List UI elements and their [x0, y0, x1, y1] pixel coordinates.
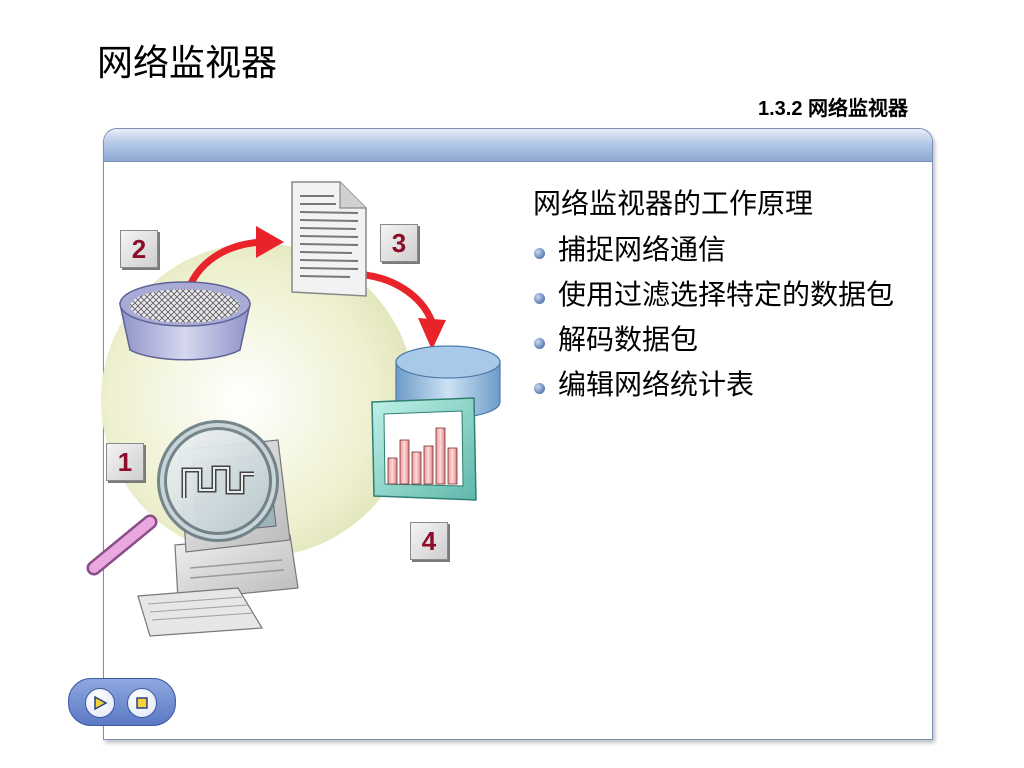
- bullet-icon: [534, 338, 545, 349]
- list-item: 使用过滤选择特定的数据包: [533, 279, 913, 311]
- media-controls: [68, 678, 176, 726]
- step-1-badge: 1: [106, 443, 144, 481]
- bullet-icon: [534, 383, 545, 394]
- play-button[interactable]: [85, 688, 115, 718]
- document-icon: [291, 181, 367, 297]
- content-heading: 网络监视器的工作原理: [533, 187, 814, 220]
- bullet-text: 编辑网络统计表: [558, 368, 755, 401]
- bullet-text: 使用过滤选择特定的数据包: [558, 278, 895, 311]
- step-4-badge: 4: [410, 522, 448, 560]
- play-icon: [94, 695, 108, 711]
- list-item: 解码数据包: [533, 324, 913, 356]
- bullet-text: 解码数据包: [558, 323, 699, 356]
- panel-header-band: [104, 129, 932, 162]
- step-3-badge: 3: [380, 224, 418, 262]
- bar-chart-icon: [371, 397, 477, 501]
- step-2-badge: 2: [120, 230, 158, 268]
- list-item: 编辑网络统计表: [533, 369, 913, 401]
- stop-icon: [136, 697, 148, 709]
- stop-button[interactable]: [127, 688, 157, 718]
- section-label: 1.3.2 网络监视器: [757, 98, 908, 120]
- magnifier-icon: [86, 420, 279, 576]
- bullet-text: 捕捉网络通信: [558, 233, 727, 266]
- list-item: 捕捉网络通信: [533, 234, 913, 266]
- bullet-icon: [534, 293, 545, 304]
- bullet-list: 捕捉网络通信 使用过滤选择特定的数据包 解码数据包 编辑网络统计表: [533, 234, 913, 414]
- slide-title: 网络监视器: [97, 43, 278, 84]
- sieve-icon: [119, 281, 251, 361]
- bullet-icon: [534, 248, 545, 259]
